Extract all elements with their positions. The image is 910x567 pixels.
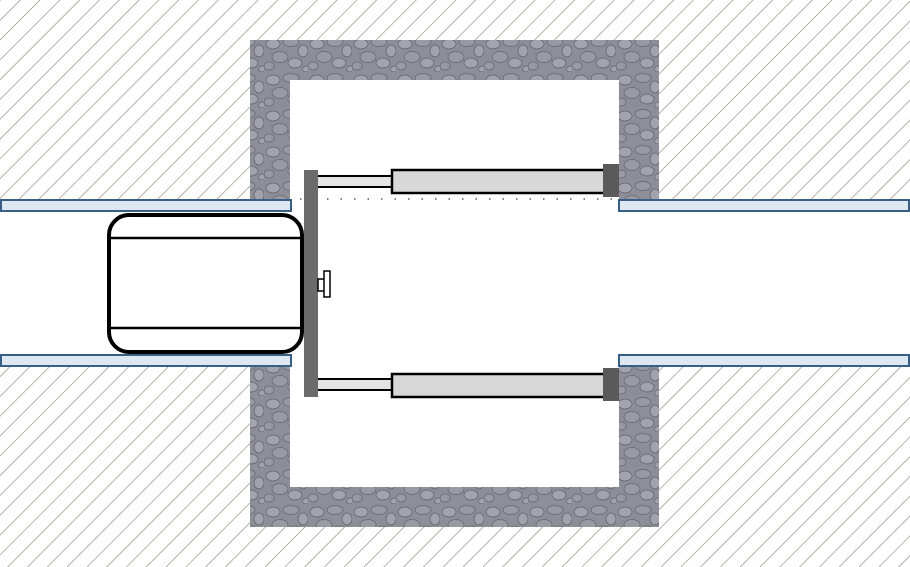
pusher-plate-bar: [304, 170, 318, 397]
hydraulic-cylinder-upper: [315, 164, 619, 197]
pit-wall-right-upper: [619, 40, 659, 200]
vehicle-body: [107, 213, 304, 354]
pit-wall-bottom: [250, 487, 659, 527]
rail-track: [0, 199, 910, 367]
pit-wall-left-lower: [250, 366, 290, 527]
piston-rod-lower: [315, 378, 394, 391]
plate-latch-head: [323, 270, 331, 298]
pusher-plate: [304, 170, 331, 397]
cylinder-mount-lower: [603, 368, 619, 401]
piston-rod-upper: [315, 175, 394, 188]
rail-top-right: [618, 199, 910, 212]
cylinder-barrel-lower: [390, 372, 607, 399]
rail-bottom-right: [618, 354, 910, 367]
cylinder-mount-upper: [603, 164, 619, 197]
stone-pit-wall: [250, 40, 659, 527]
pit-wall-top: [250, 40, 659, 80]
cylinder-barrel-upper: [390, 168, 607, 195]
rail-bottom-left: [0, 354, 292, 367]
pit-wall-right-lower: [619, 366, 659, 527]
rail-top-left: [0, 199, 292, 212]
pit-wall-left-upper: [250, 40, 290, 200]
vehicle: [107, 213, 304, 354]
hydraulic-cylinder-lower: [315, 368, 619, 401]
